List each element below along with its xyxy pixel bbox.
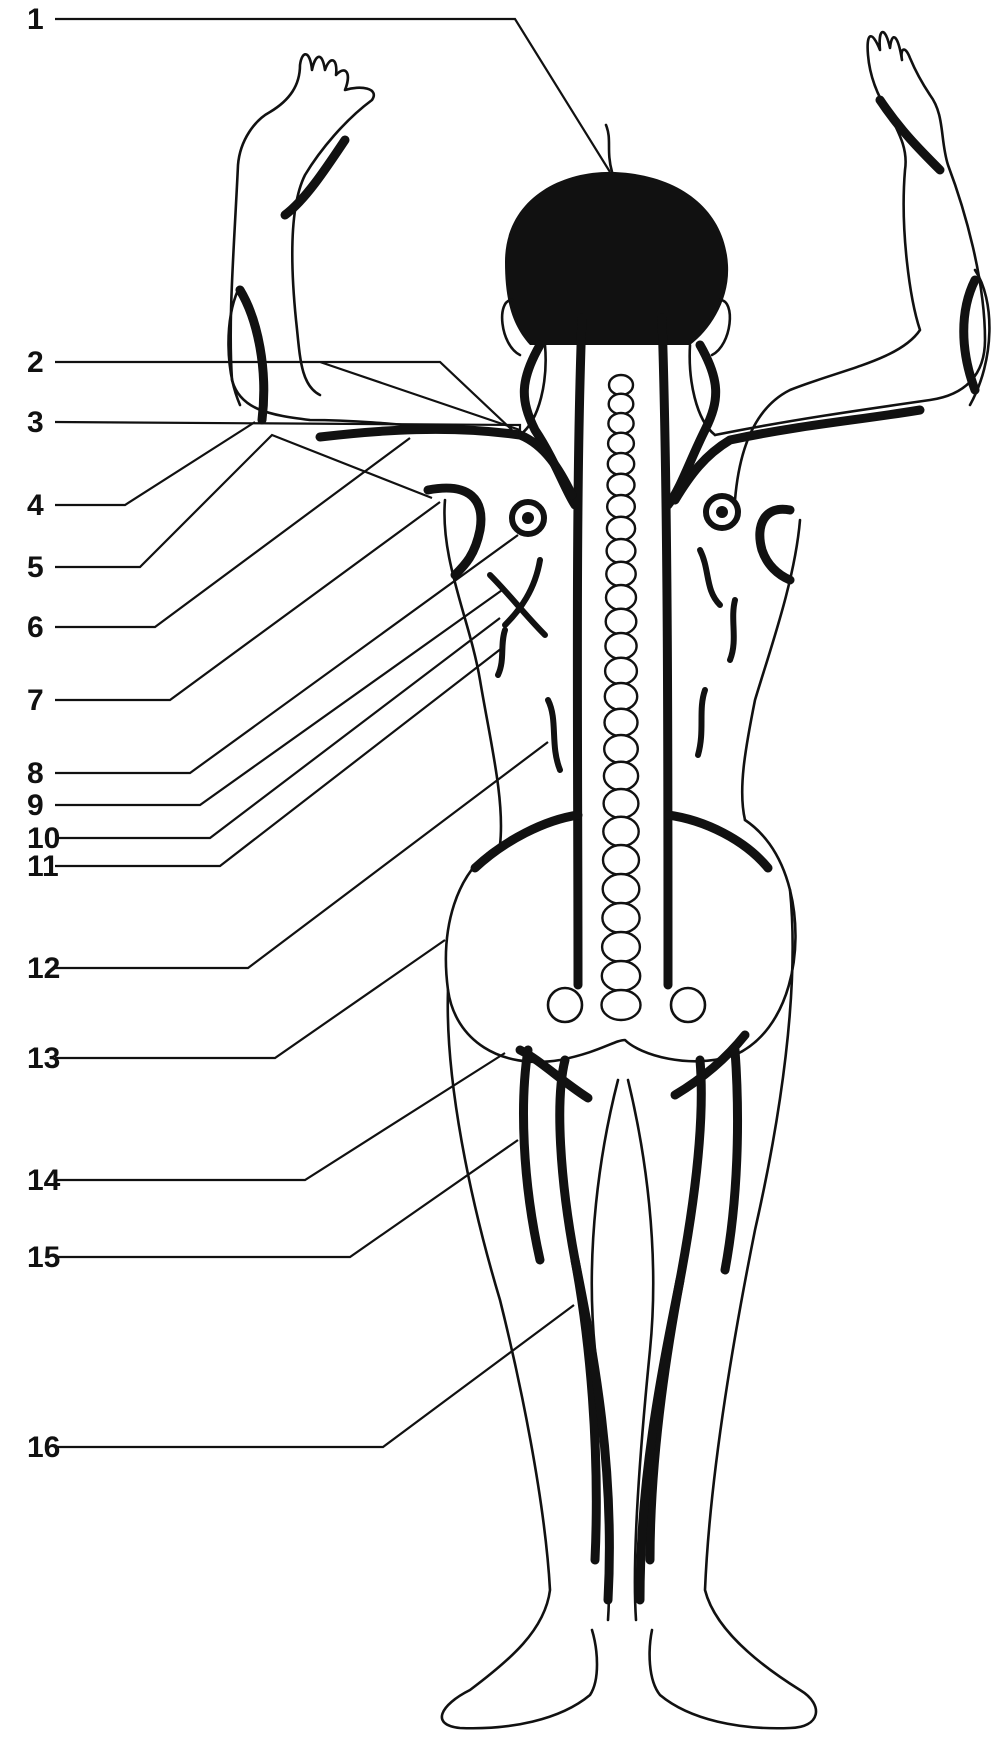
spine: [602, 375, 641, 1020]
left-paraspinal-channel: [577, 318, 582, 985]
left-axilla-channel: [428, 488, 481, 575]
leader-1: [55, 19, 610, 172]
leader-7: [55, 502, 440, 700]
leader-6: [55, 438, 410, 627]
vertebra: [608, 474, 635, 497]
vertebra: [602, 903, 639, 933]
left-hand-channel: [285, 140, 345, 215]
label-12: 12: [27, 952, 60, 985]
vertebra: [607, 517, 635, 541]
label-8: 8: [27, 757, 44, 790]
right-buttock-point: [671, 988, 705, 1022]
left-thigh-channel-inner: [560, 1060, 597, 1560]
vertebra: [603, 874, 640, 904]
leader-2: [55, 362, 520, 430]
vertebra: [608, 413, 633, 434]
vertebra: [609, 375, 633, 395]
vertebra: [609, 394, 634, 415]
right-back-stroke-c: [698, 690, 705, 755]
label-15: 15: [27, 1241, 60, 1274]
vertebra: [602, 961, 640, 991]
label-11: 11: [27, 850, 59, 883]
vertebra: [605, 709, 638, 737]
leader-13: [55, 940, 445, 1058]
right-paraspinal-channel: [662, 318, 668, 985]
label-6: 6: [27, 611, 44, 644]
label-14: 14: [27, 1164, 61, 1197]
vertebra: [605, 633, 636, 659]
labels: 1 2 3 4 5 6 7 8 9 10 11 12 13 14 15 16: [27, 3, 61, 1464]
left-arm-outline: [231, 54, 520, 435]
vertebra: [608, 453, 634, 475]
head-hair: [505, 172, 728, 345]
right-back-stroke-b: [730, 600, 735, 660]
vertebra: [607, 495, 635, 518]
vertebra: [607, 539, 636, 563]
vertebra: [606, 585, 636, 610]
left-back-stroke-c: [498, 630, 505, 675]
vertebra: [603, 817, 638, 847]
vertebra: [605, 683, 637, 710]
label-7: 7: [27, 684, 44, 717]
vertebra: [604, 762, 638, 791]
leader-4: [55, 422, 255, 505]
vertebra: [602, 932, 640, 962]
vertebra: [606, 609, 637, 635]
vertebra: [604, 789, 639, 818]
leader-8: [55, 535, 518, 773]
label-9: 9: [27, 789, 44, 822]
vertebra: [608, 433, 634, 455]
leader-12: [55, 742, 548, 968]
vertebra: [602, 990, 641, 1020]
left-back-stroke-a: [490, 575, 545, 635]
vertebra: [604, 735, 638, 763]
label-5: 5: [27, 551, 44, 584]
label-4: 4: [27, 489, 44, 522]
right-axilla-channel: [760, 509, 790, 580]
label-16: 16: [27, 1431, 60, 1464]
vertebra: [603, 845, 639, 875]
label-2: 2: [27, 346, 44, 379]
leader-15: [55, 1140, 518, 1257]
right-back-stroke-a: [700, 550, 720, 605]
right-thigh-channel-mid: [725, 1050, 738, 1270]
label-13: 13: [27, 1042, 60, 1075]
leader-14: [55, 1053, 505, 1180]
leader-11: [55, 648, 502, 866]
leader-5: [55, 435, 432, 567]
left-thigh-channel-mid: [524, 1050, 540, 1260]
left-buttock-point: [548, 988, 582, 1022]
left-back-stroke-d: [548, 700, 560, 770]
vertebra: [606, 562, 635, 587]
leader-16: [55, 1305, 574, 1447]
right-hand-channel: [880, 100, 940, 170]
right-arm-outline: [715, 32, 985, 500]
label-3: 3: [27, 406, 44, 439]
right-arm-channel: [964, 280, 975, 390]
label-1: 1: [27, 3, 44, 36]
vertebra: [605, 658, 637, 685]
